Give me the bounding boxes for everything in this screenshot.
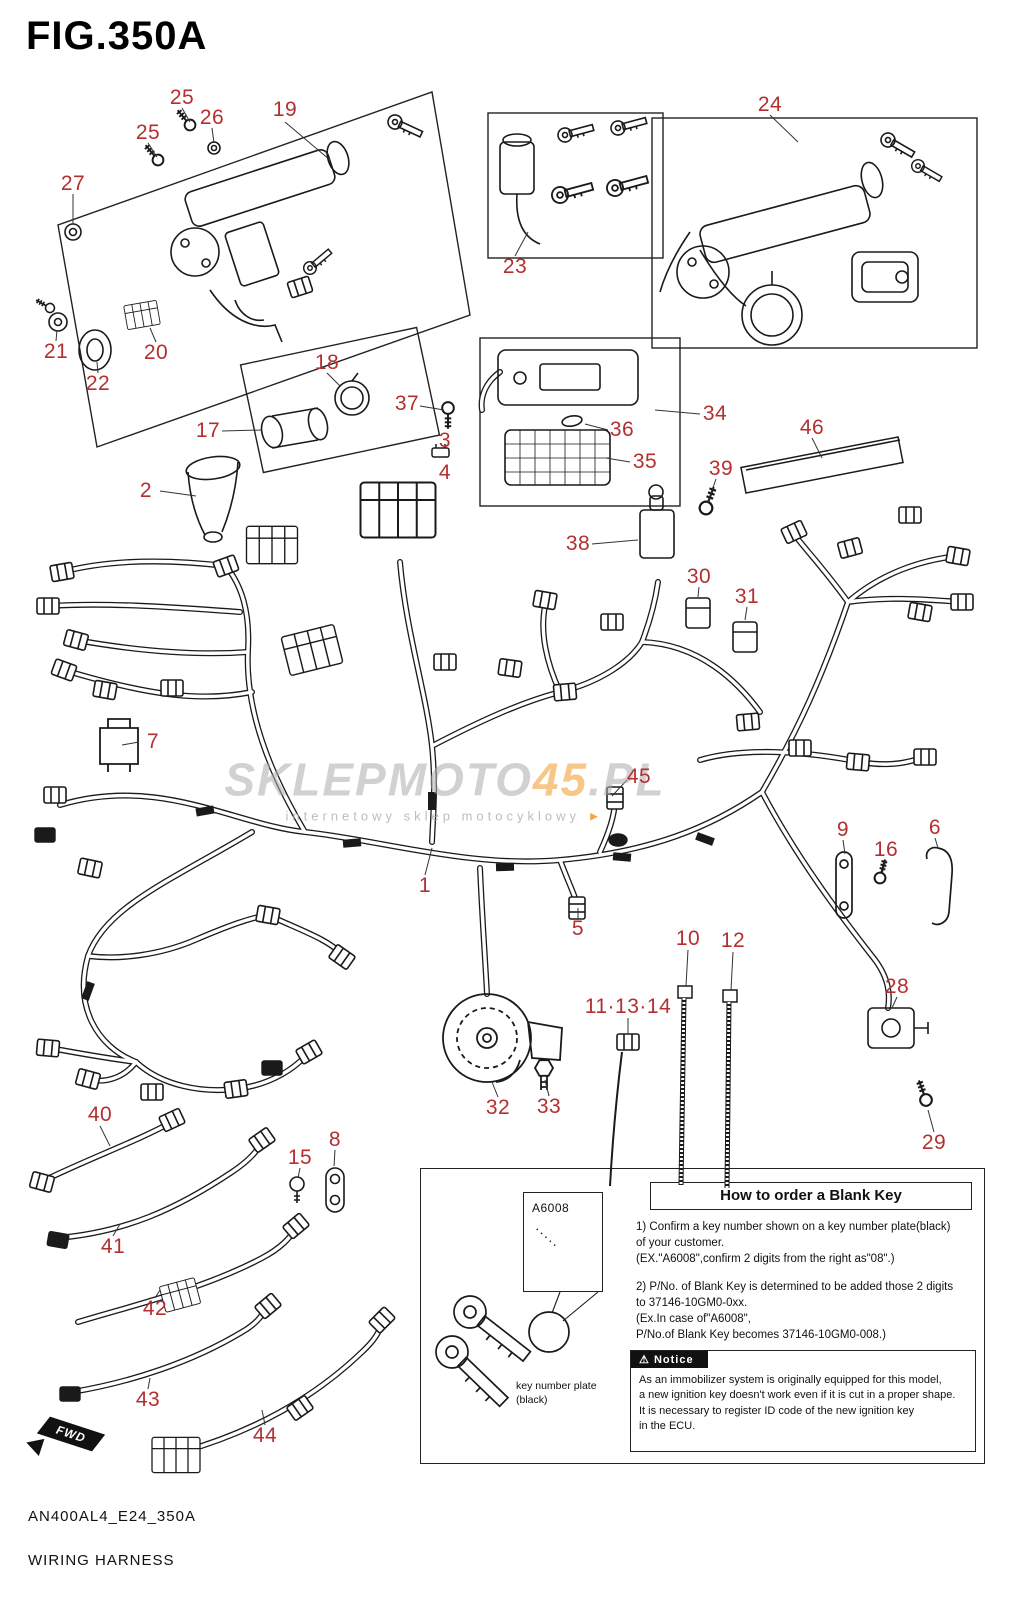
blank-keys-drawing <box>499 112 651 245</box>
figure-code: AN400AL4_E24_350A <box>28 1508 196 1525</box>
warning-icon: ⚠ <box>639 1354 650 1366</box>
strip-drawing <box>740 436 904 494</box>
bracket-pad-drawing <box>497 349 639 486</box>
cable-ties-drawing <box>677 985 738 1189</box>
plate-bolt-drawing <box>289 1167 345 1213</box>
notice-tab: ⚠ Notice <box>631 1351 708 1368</box>
solenoid-relays-drawing <box>639 483 758 653</box>
boot-drawing <box>185 455 241 543</box>
strap-hook-drawing <box>835 846 954 926</box>
figure-title: FIG.350A <box>26 14 208 58</box>
horn-drawing <box>442 993 563 1090</box>
key-number-plate-box: A6008 ..... <box>523 1192 603 1292</box>
clamp-drawing <box>99 718 139 772</box>
accessory-socket-drawing <box>260 372 370 449</box>
section-boxes <box>57 91 978 507</box>
key-plate-label: key number plate (black) <box>516 1380 597 1406</box>
figure-name: WIRING HARNESS <box>28 1552 175 1569</box>
fuse-drawing <box>431 401 455 458</box>
howto-step-1: 1) Confirm a key number shown on a key n… <box>636 1221 951 1265</box>
howto-step-2: 2) P/No. of Blank Key is determined to b… <box>636 1281 954 1341</box>
ignition-switch-left-drawing <box>33 105 426 371</box>
notice-box: ⚠ Notice As an immobilizer system is ori… <box>630 1350 976 1452</box>
howto-title: How to order a Blank Key <box>650 1182 972 1210</box>
small-tie-drawing <box>609 1051 623 1187</box>
connectors <box>28 481 974 1474</box>
harness-tape-marks <box>81 792 715 1001</box>
connectors-black <box>34 827 628 1402</box>
leader-lines <box>55 107 939 1426</box>
ignition-switch-right-drawing <box>659 129 945 346</box>
brake-switch-drawing <box>867 1007 935 1109</box>
notice-text: As an immobilizer system is originally e… <box>639 1374 956 1433</box>
key-info-outer-box <box>420 1168 985 1464</box>
key-info-drawing <box>435 1291 599 1408</box>
key-plate-code: A6008 <box>532 1201 570 1215</box>
